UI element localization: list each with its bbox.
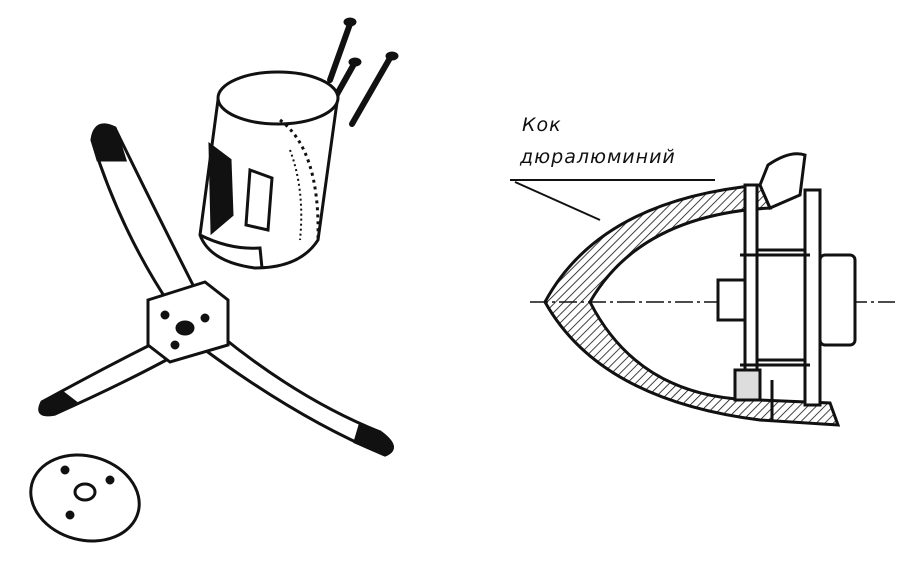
propeller-hub <box>146 280 230 364</box>
screw <box>327 17 357 83</box>
propeller <box>38 123 394 457</box>
material-label: дюралюминий <box>520 146 676 168</box>
spinner-cross-section <box>530 152 895 427</box>
screw <box>349 51 399 127</box>
part-label: Кок <box>522 114 562 136</box>
spinner-cup <box>198 70 340 270</box>
backplate-disc <box>29 453 141 543</box>
leader-line <box>510 179 715 221</box>
hatched-shell <box>543 183 841 427</box>
